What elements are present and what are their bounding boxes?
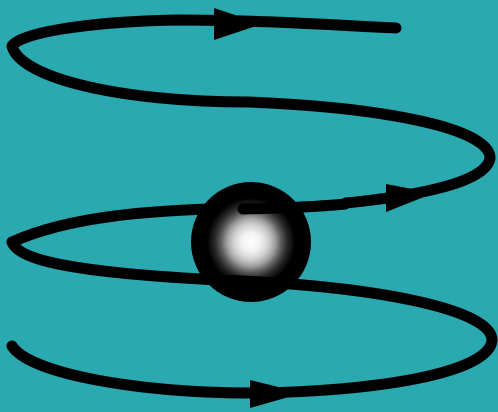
spiral-path-middle-front	[243, 204, 345, 209]
